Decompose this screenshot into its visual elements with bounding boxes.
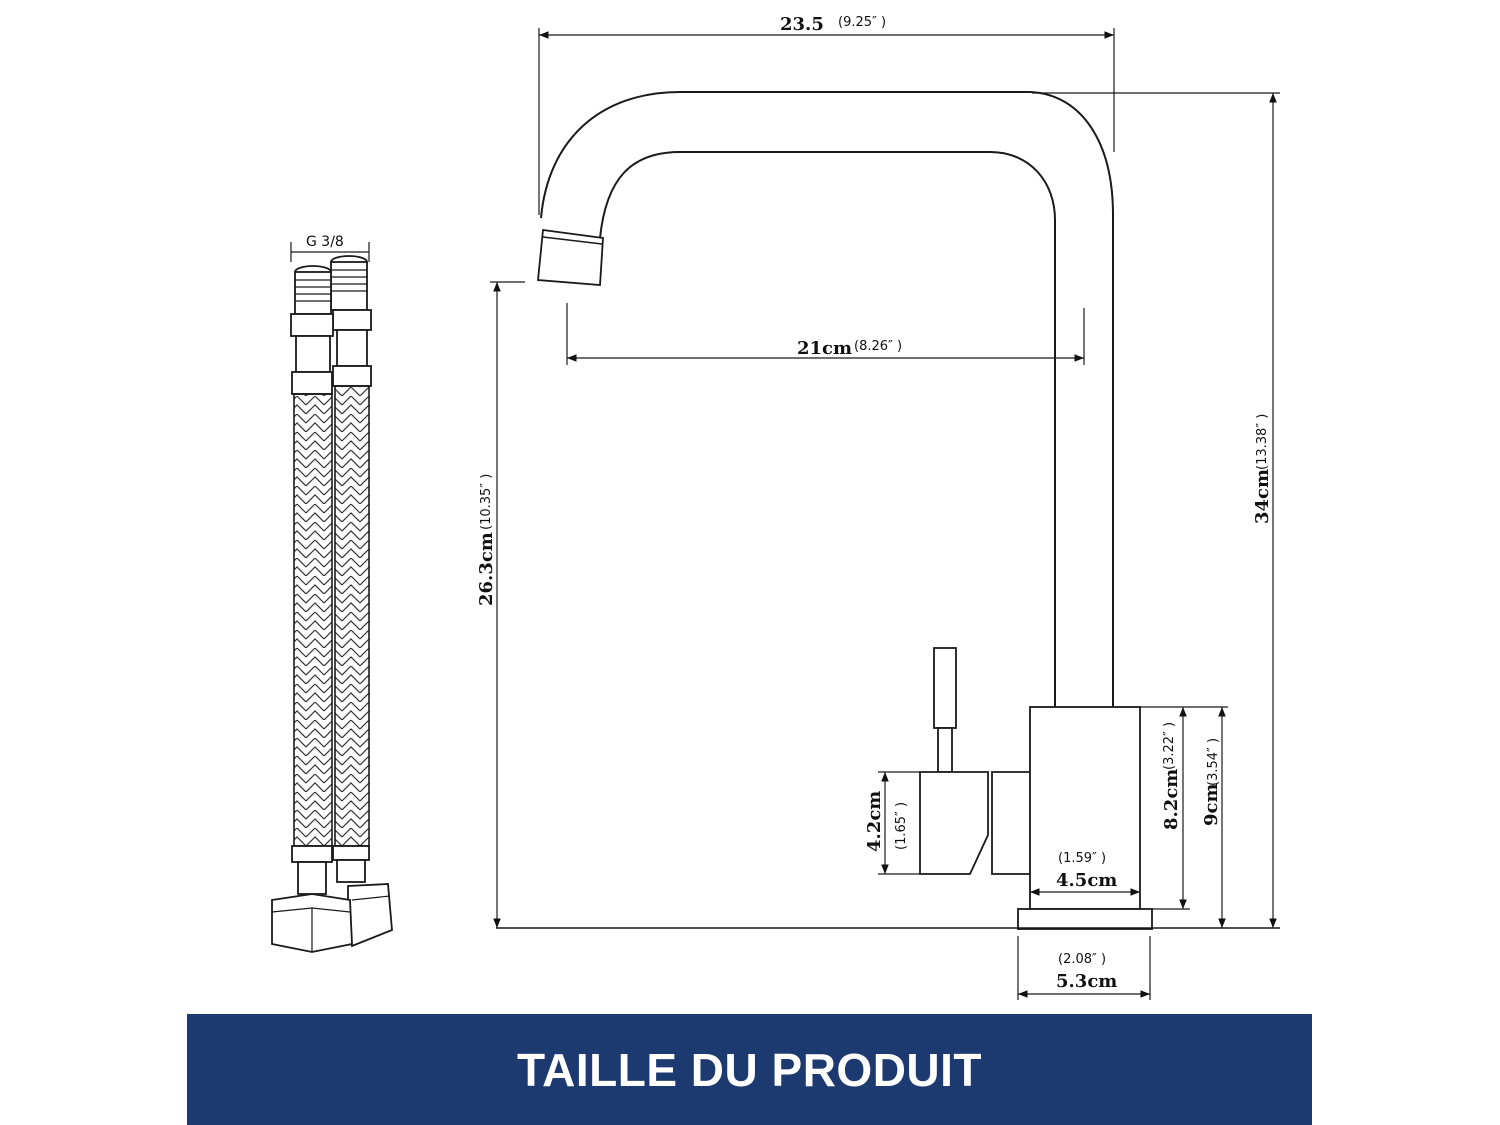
dim-body-base-height: 9cm (3.54″ ) xyxy=(1190,706,1228,928)
dim-body-width-inch: (1.59″ ) xyxy=(1058,851,1106,866)
dim-total-height-inch: (13.38″ ) xyxy=(1255,414,1270,470)
supply-hoses: G 3/8 xyxy=(271,234,393,953)
dim-reach: 21cm (8.26″ ) xyxy=(566,303,1085,365)
dim-handle-height: 4.2cm (1.65″ ) xyxy=(864,771,920,875)
dim-spout-height-value: 26.3cm xyxy=(476,532,497,606)
dim-base-width-value: 5.3cm xyxy=(1056,971,1117,992)
dim-body-height-value: 8.2cm xyxy=(1161,769,1182,830)
thread-label: G 3/8 xyxy=(306,234,344,250)
faucet xyxy=(537,91,1153,930)
dim-reach-inch: (8.26″ ) xyxy=(854,339,902,354)
dim-handle-height-value: 4.2cm xyxy=(864,791,885,852)
dim-body-height-inch: (3.22″ ) xyxy=(1162,722,1177,770)
hose-left xyxy=(290,265,334,895)
dim-body-width: (1.59″ ) 4.5cm xyxy=(1030,851,1140,896)
dim-body-base-height-value: 9cm xyxy=(1201,783,1222,826)
title-banner: TAILLE DU PRODUIT xyxy=(187,1014,1312,1125)
hose-right xyxy=(330,255,372,883)
dim-reach-value: 21cm xyxy=(797,338,852,359)
dim-base-width: (2.08″ ) 5.3cm xyxy=(1017,936,1151,1000)
dim-width-top-value: 23.5 xyxy=(780,14,824,35)
dim-width-top: 23.5 (9.25″ ) xyxy=(538,14,1115,215)
hose-nuts xyxy=(271,883,393,953)
dim-width-top-inch: (9.25″ ) xyxy=(838,15,886,30)
dim-handle-height-inch: (1.65″ ) xyxy=(894,802,909,850)
dim-body-height: 8.2cm (3.22″ ) xyxy=(1140,706,1190,910)
dim-spout-height-inch: (10.35″ ) xyxy=(479,474,494,530)
dim-body-base-height-inch: (3.54″ ) xyxy=(1206,738,1221,786)
dim-body-width-value: 4.5cm xyxy=(1056,870,1117,891)
dim-spout-height: 26.3cm (10.35″ ) xyxy=(476,281,525,928)
dim-total-height-value: 34cm xyxy=(1252,469,1273,524)
dim-base-width-inch: (2.08″ ) xyxy=(1058,952,1106,967)
banner-title: TAILLE DU PRODUIT xyxy=(516,1043,983,1096)
dim-total-height: 34cm (13.38″ ) xyxy=(1032,92,1280,928)
